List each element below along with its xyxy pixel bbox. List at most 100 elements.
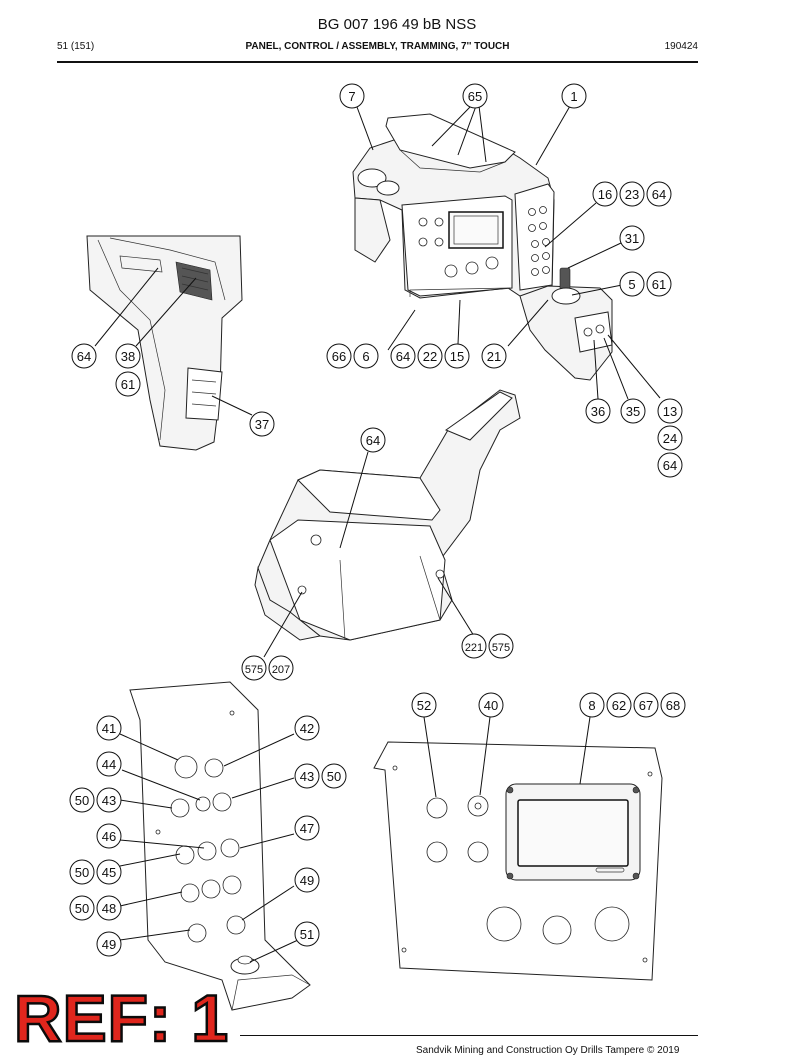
svg-text:64: 64 xyxy=(396,349,410,364)
callout-6: 6 xyxy=(353,343,379,369)
callout-52: 52 xyxy=(411,692,437,718)
svg-text:40: 40 xyxy=(484,698,498,713)
svg-text:13: 13 xyxy=(663,404,677,419)
switch-plate xyxy=(129,681,311,1011)
console-assembly xyxy=(352,113,613,381)
svg-text:64: 64 xyxy=(77,349,91,364)
callout-49: 49 xyxy=(96,931,122,957)
callout-42: 42 xyxy=(294,715,320,741)
callout-67: 67 xyxy=(633,692,659,718)
document-number: BG 007 196 49 bB NSS xyxy=(317,16,477,33)
svg-text:37: 37 xyxy=(255,417,269,432)
callout-61: 61 xyxy=(646,271,672,297)
svg-text:64: 64 xyxy=(663,458,677,473)
callout-50: 50 xyxy=(321,763,347,789)
svg-text:575: 575 xyxy=(492,642,510,654)
callout-8: 8 xyxy=(579,692,605,718)
callout-50: 50 xyxy=(69,895,95,921)
svg-text:50: 50 xyxy=(75,865,89,880)
console-base xyxy=(254,389,521,641)
svg-text:50: 50 xyxy=(75,901,89,916)
leader-lines xyxy=(94,105,661,963)
svg-text:1: 1 xyxy=(570,89,577,104)
svg-text:38: 38 xyxy=(121,349,135,364)
callout-21: 21 xyxy=(481,343,507,369)
callout-66: 66 xyxy=(326,343,352,369)
callout-37: 37 xyxy=(249,411,275,437)
svg-text:221: 221 xyxy=(465,642,483,654)
callout-5: 5 xyxy=(619,271,645,297)
callout-45: 45 xyxy=(96,859,122,885)
callout-64: 64 xyxy=(657,452,683,478)
callout-221: 221 xyxy=(461,633,487,659)
callout-207: 207 xyxy=(268,655,294,681)
callout-64: 64 xyxy=(390,343,416,369)
ref-stamp: REF: 1 xyxy=(13,981,230,1055)
svg-text:49: 49 xyxy=(300,873,314,888)
svg-text:207: 207 xyxy=(272,664,290,676)
svg-text:64: 64 xyxy=(366,433,380,448)
callout-575: 575 xyxy=(488,633,514,659)
footer-copyright: Sandvik Mining and Construction Oy Drill… xyxy=(416,1045,680,1056)
svg-text:64: 64 xyxy=(652,187,666,202)
svg-text:24: 24 xyxy=(663,431,677,446)
svg-text:48: 48 xyxy=(102,901,116,916)
callout-22: 22 xyxy=(417,343,443,369)
svg-text:7: 7 xyxy=(348,89,355,104)
svg-text:46: 46 xyxy=(102,829,116,844)
callout-38: 38 xyxy=(115,343,141,369)
front-panel xyxy=(373,741,663,981)
callout-16: 16 xyxy=(592,181,618,207)
svg-text:47: 47 xyxy=(300,821,314,836)
svg-text:67: 67 xyxy=(639,698,653,713)
svg-text:65: 65 xyxy=(468,89,482,104)
svg-text:49: 49 xyxy=(102,937,116,952)
svg-text:6: 6 xyxy=(362,349,369,364)
callout-43: 43 xyxy=(294,763,320,789)
svg-text:8: 8 xyxy=(588,698,595,713)
svg-text:22: 22 xyxy=(423,349,437,364)
svg-text:21: 21 xyxy=(487,349,501,364)
callout-49: 49 xyxy=(294,867,320,893)
callout-43: 43 xyxy=(96,787,122,813)
callout-51: 51 xyxy=(294,921,320,947)
callout-44: 44 xyxy=(96,751,122,777)
callout-35: 35 xyxy=(620,398,646,424)
callout-65: 65 xyxy=(462,83,488,109)
callout-50: 50 xyxy=(69,859,95,885)
callout-23: 23 xyxy=(619,181,645,207)
svg-text:51: 51 xyxy=(300,927,314,942)
svg-text:31: 31 xyxy=(625,231,639,246)
console-screen xyxy=(448,211,504,249)
callout-40: 40 xyxy=(478,692,504,718)
svg-text:43: 43 xyxy=(300,769,314,784)
svg-text:50: 50 xyxy=(75,793,89,808)
svg-text:35: 35 xyxy=(626,404,640,419)
callout-24: 24 xyxy=(657,425,683,451)
callout-15: 15 xyxy=(444,343,470,369)
svg-text:68: 68 xyxy=(666,698,680,713)
callout-61: 61 xyxy=(115,371,141,397)
footer-rule xyxy=(240,1035,698,1036)
callout-31: 31 xyxy=(619,225,645,251)
callout-64: 64 xyxy=(71,343,97,369)
callout-50: 50 xyxy=(69,787,95,813)
callout-62: 62 xyxy=(606,692,632,718)
callout-7: 7 xyxy=(339,83,365,109)
svg-text:45: 45 xyxy=(102,865,116,880)
console-section-view xyxy=(86,235,243,451)
svg-text:62: 62 xyxy=(612,698,626,713)
callout-1: 1 xyxy=(561,83,587,109)
callout-13: 13 xyxy=(657,398,683,424)
callout-48: 48 xyxy=(96,895,122,921)
callout-575: 575 xyxy=(241,655,267,681)
svg-text:575: 575 xyxy=(245,664,263,676)
callout-36: 36 xyxy=(585,398,611,424)
svg-text:16: 16 xyxy=(598,187,612,202)
document-date: 190424 xyxy=(664,41,698,52)
svg-text:42: 42 xyxy=(300,721,314,736)
svg-text:44: 44 xyxy=(102,757,116,772)
svg-text:41: 41 xyxy=(102,721,116,736)
svg-text:43: 43 xyxy=(102,793,116,808)
